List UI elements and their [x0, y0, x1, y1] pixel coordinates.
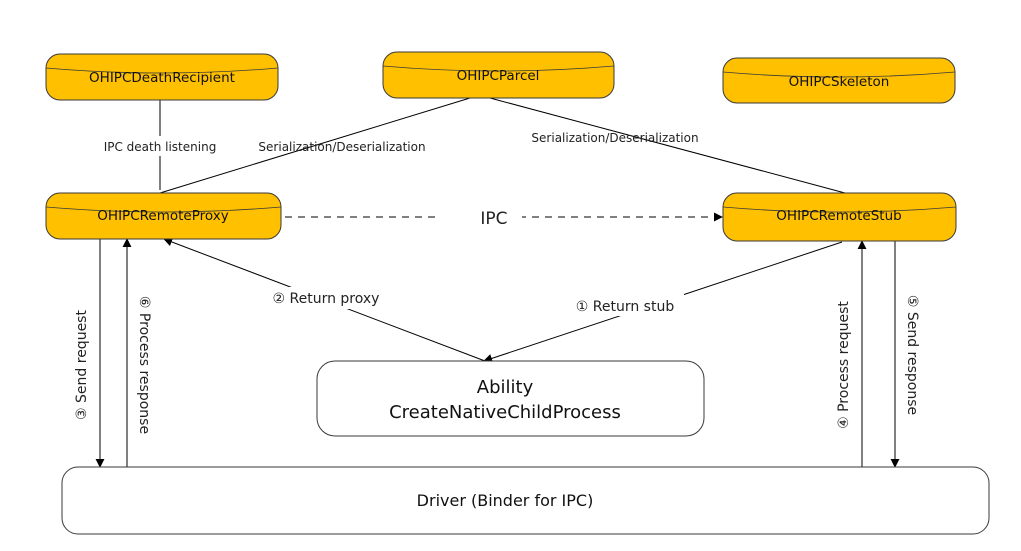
- return-proxy-label-bg: [258, 287, 398, 309]
- node-skeleton: OHIPCSkeleton: [722, 57, 956, 104]
- return-proxy-label: ② Return proxy: [273, 291, 380, 307]
- ability-label-line2: CreateNativeChildProcess: [389, 402, 621, 423]
- death-label-bg: [73, 136, 248, 156]
- serialization-label-right: Serialization/Deserialization: [531, 131, 698, 145]
- parcel-label: OHIPCParcel: [457, 68, 540, 84]
- ability-label-line1: Ability: [477, 377, 534, 398]
- node-remote-proxy: OHIPCRemoteProxy: [45, 192, 282, 240]
- ipc-label: IPC: [480, 209, 507, 229]
- send-response-label: ⑤ Send response: [904, 295, 920, 415]
- process-request-label: ④ Process request: [836, 301, 852, 429]
- remote-proxy-label: OHIPCRemoteProxy: [97, 208, 228, 224]
- node-parcel: OHIPCParcel: [382, 51, 615, 99]
- death-recipient-label: OHIPCDeathRecipient: [89, 70, 235, 86]
- node-death-recipient: OHIPCDeathRecipient: [45, 53, 279, 101]
- node-remote-stub: OHIPCRemoteStub: [722, 192, 957, 242]
- driver-label: Driver (Binder for IPC): [417, 491, 594, 510]
- node-ability: Ability CreateNativeChildProcess: [316, 360, 705, 437]
- skeleton-label: OHIPCSkeleton: [789, 74, 890, 90]
- send-request-label: ③ Send request: [74, 310, 90, 420]
- ipc-label-bg: [440, 206, 522, 230]
- serialization-connector-left: [159, 97, 471, 194]
- remote-stub-label: OHIPCRemoteStub: [776, 208, 901, 224]
- serialization-label-left: Serialization/Deserialization: [258, 140, 425, 154]
- ipc-death-listening-label: IPC death listening: [104, 140, 217, 154]
- process-response-label: ⑥ Process response: [136, 296, 152, 434]
- return-stub-label: ① Return stub: [576, 299, 675, 315]
- return-stub-label-bg: [566, 294, 684, 316]
- serialization-connector-right: [489, 97, 846, 194]
- node-driver: Driver (Binder for IPC): [61, 466, 990, 535]
